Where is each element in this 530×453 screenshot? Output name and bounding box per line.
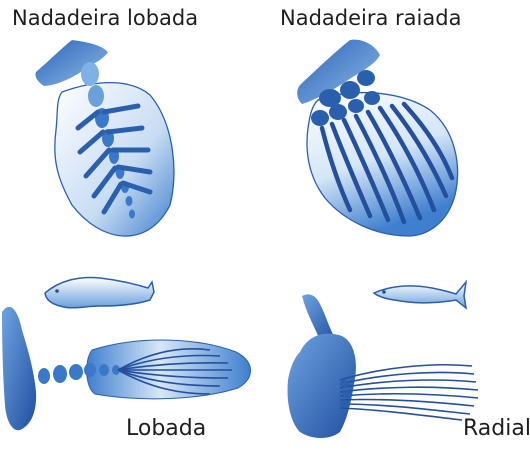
label-radial: Radial	[463, 418, 530, 440]
ray-fin-fish-icon	[374, 282, 466, 308]
lobed-fin-fish-icon	[45, 278, 154, 308]
label-lobed: Lobada	[126, 418, 206, 440]
title-lobed-fin: Nadadeira lobada	[12, 8, 198, 29]
lobed-fin-detail	[2, 307, 251, 430]
lobed-fin-skeleton	[35, 40, 173, 236]
rayed-fin-skeleton	[297, 40, 457, 236]
rayed-fin-detail	[288, 294, 479, 438]
title-rayed-fin: Nadadeira raiada	[280, 8, 461, 29]
